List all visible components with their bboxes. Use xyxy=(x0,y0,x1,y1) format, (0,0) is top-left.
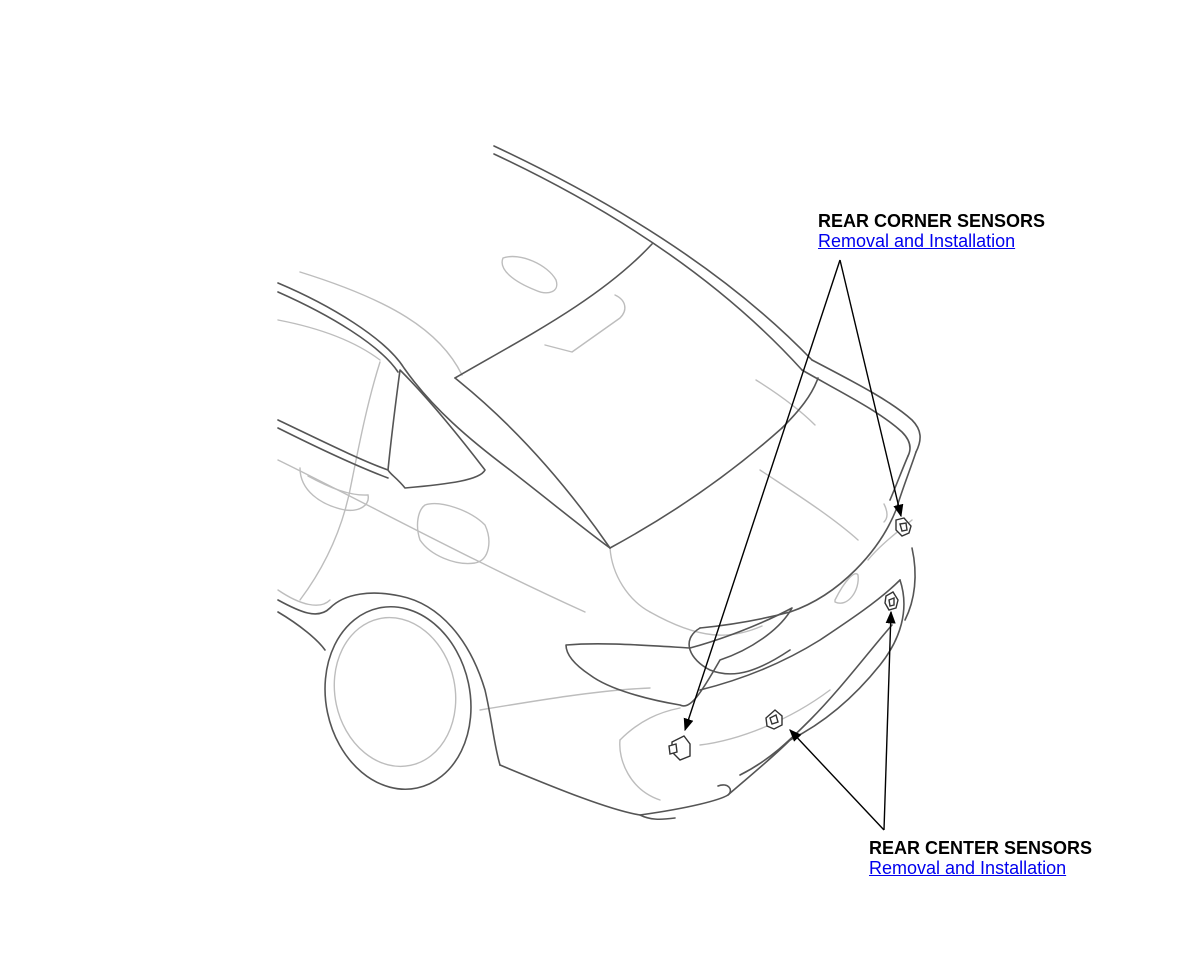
leader-lines xyxy=(683,259,904,831)
car-detail-lines xyxy=(277,255,913,801)
rear-corner-removal-link[interactable]: Removal and Installation xyxy=(818,231,1016,251)
leader-center-right xyxy=(883,610,896,831)
leader-corner-right xyxy=(839,259,904,518)
rear-center-removal-link[interactable]: Removal and Installation xyxy=(869,858,1067,878)
car-body-outline xyxy=(277,145,921,821)
rear-corner-sensors-title: REAR CORNER SENSORS xyxy=(818,211,1046,231)
rear-center-sensors-title: REAR CENTER SENSORS xyxy=(869,838,1093,858)
rear-center-sensors-callout: REAR CENTER SENSORS Removal and Installa… xyxy=(869,838,1092,880)
leader-corner-left xyxy=(683,259,841,732)
leader-center-left xyxy=(789,729,885,831)
rear-corner-sensors-callout: REAR CORNER SENSORS Removal and Installa… xyxy=(818,211,1045,253)
rear-corner-sensor-left xyxy=(668,735,691,761)
rear-center-sensor-left xyxy=(765,709,783,730)
rear-center-sensor-right xyxy=(884,591,899,611)
rear-corner-sensor-right xyxy=(895,517,912,537)
